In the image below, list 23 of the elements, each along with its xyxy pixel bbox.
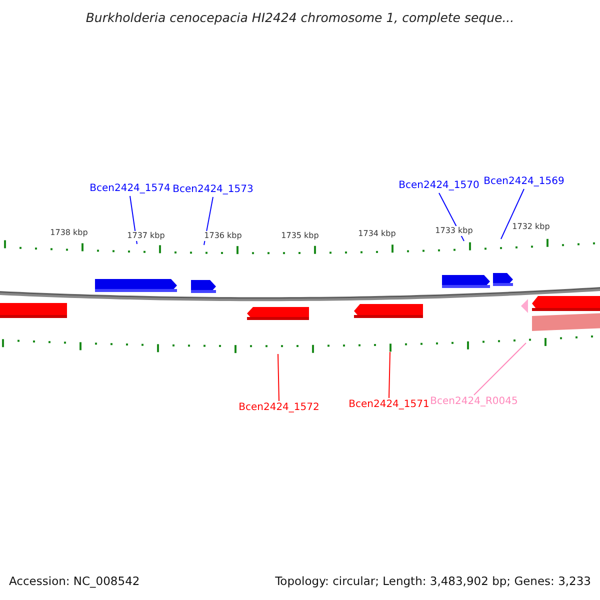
scale-label: 1734 kbp [358,229,396,239]
leader-line [388,352,390,398]
gene-label: Bcen2424_1570 [398,180,480,192]
gene-label: Bcen2424_R0045 [430,396,518,408]
footer-text: Accession: NC_008542 [9,574,140,588]
leader-line [278,354,280,402]
scale-ticks [4,238,595,254]
scale-label: 1736 kbp [204,231,242,241]
gene-label: Bcen2424_1574 [90,183,170,195]
scale-label: 1732 kbp [512,222,550,232]
scale-label: 1735 kbp [281,231,319,241]
gene-label: Bcen2424_1572 [238,402,320,414]
title: Burkholderia cenocepacia HI2424 chromosome 1, complete seque... [84,9,516,27]
leader-line [500,188,524,240]
scale-label: 1733 kbp [435,226,473,236]
gene-label: Bcen2424_1569 [484,176,564,188]
scale-label: 1737 kbp [127,231,165,241]
gene-label: Bcen2424_1573 [172,184,254,196]
scale-label: 1738 kbp [50,228,88,238]
leader-line [474,342,526,396]
gene-label: Bcen2424_1571 [348,399,430,411]
footer-text: Topology: circular; Length: 3,483,902 bp; Genes: 3,233 [275,574,591,588]
scale-ticks [2,335,593,354]
